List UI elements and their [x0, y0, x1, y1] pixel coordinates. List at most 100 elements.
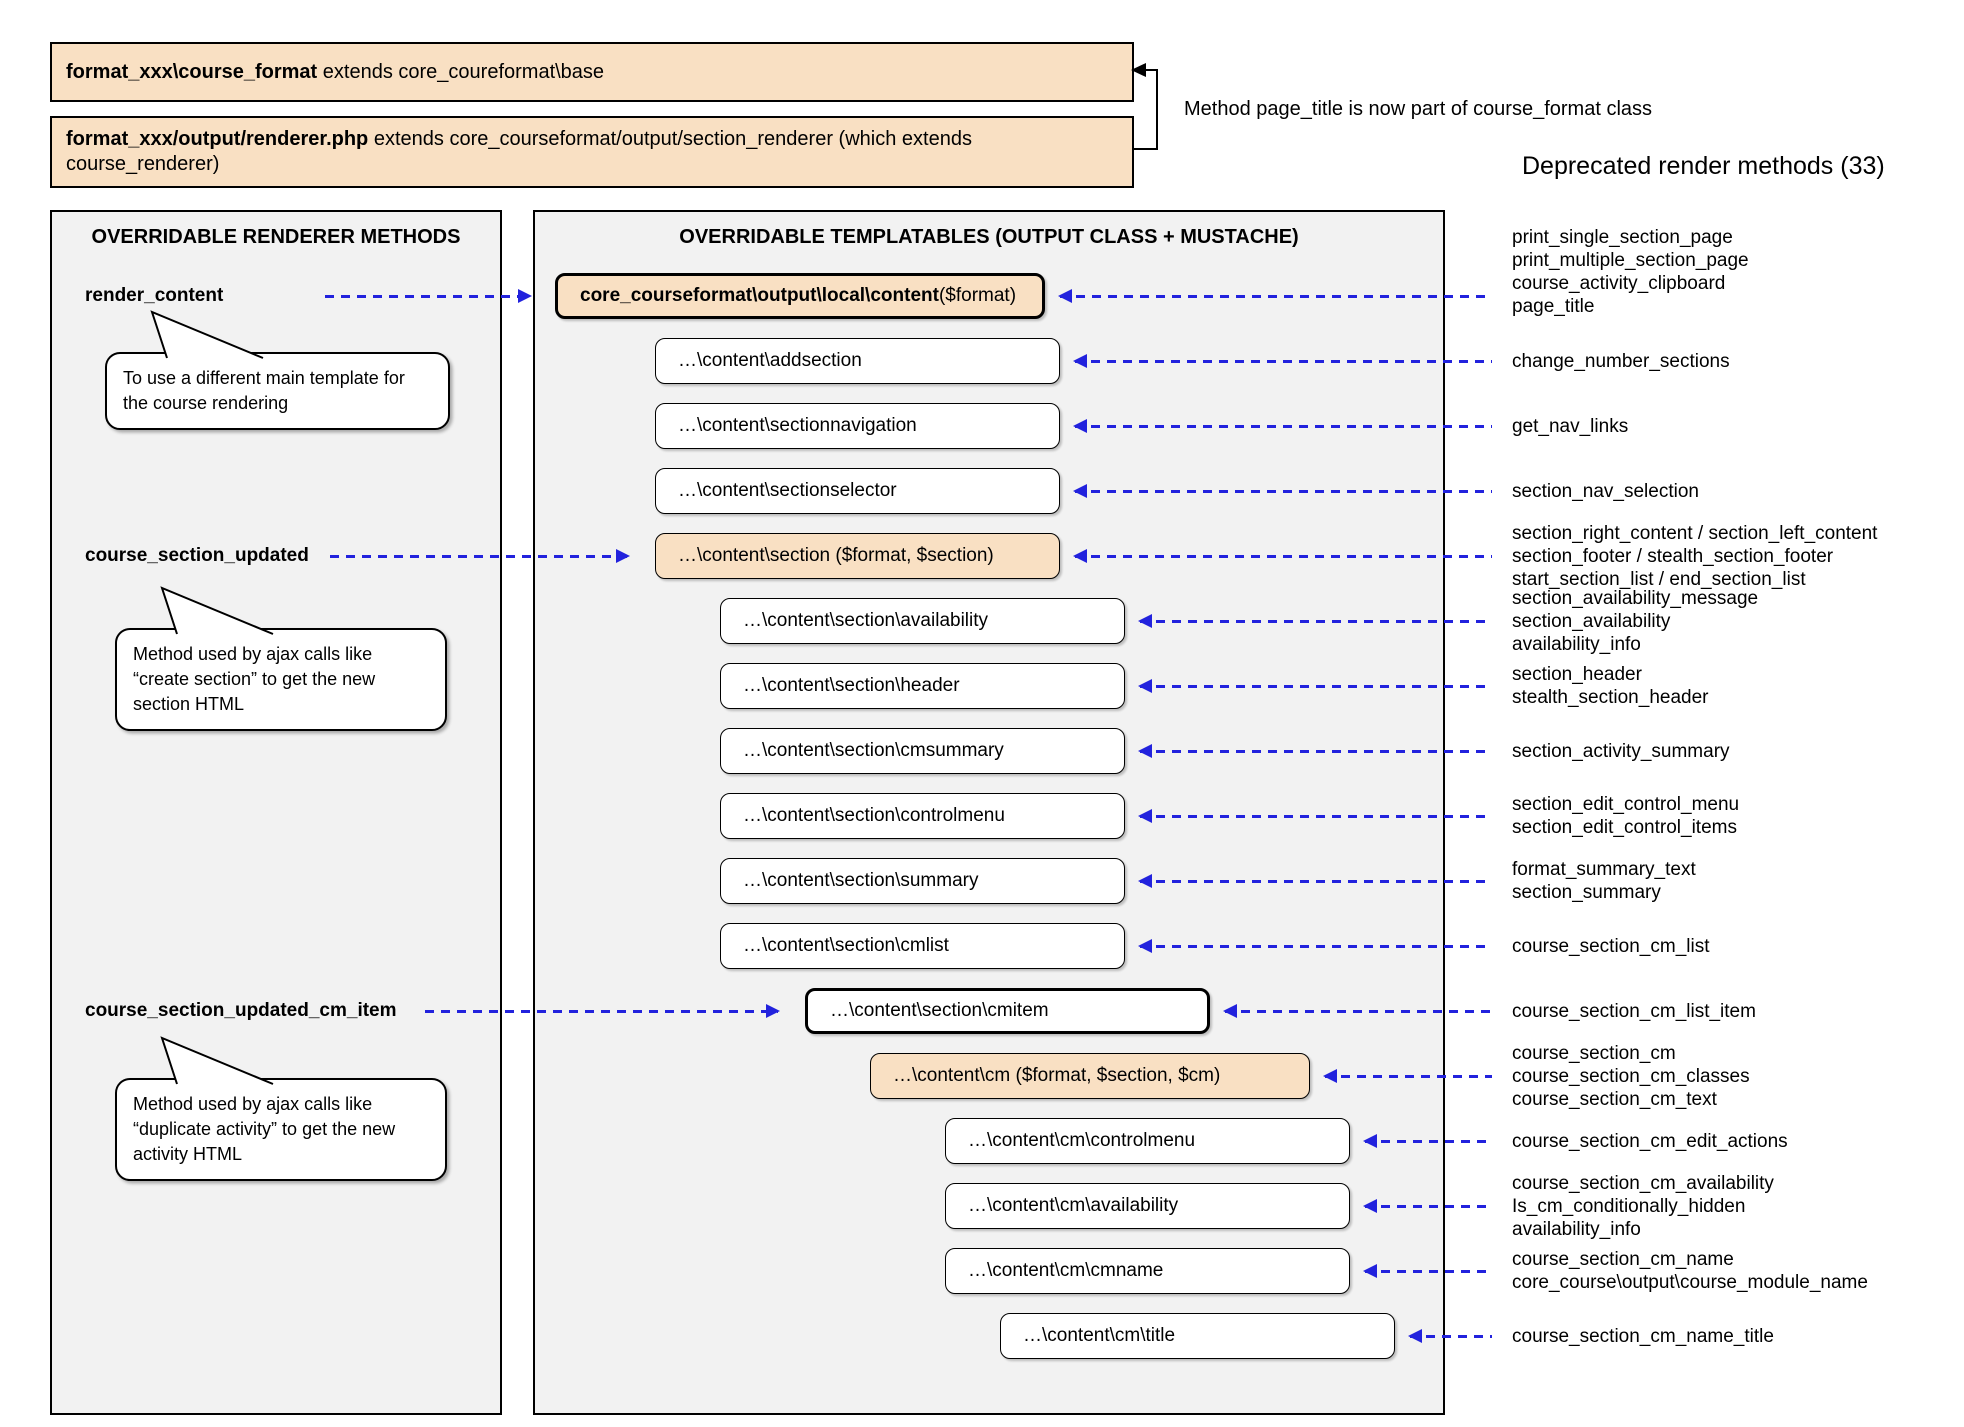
deprecated-method-label: section_edit_control_items — [1512, 817, 1737, 838]
renderer-file-name: format_xxx/output/renderer.php — [66, 128, 369, 150]
template-box-label: …\content\sectionnavigation — [678, 415, 917, 436]
deprecated-group-section-cmlist: course_section_cm_list — [1512, 935, 1709, 958]
deprecated-arrow-section-cmsummary — [1138, 743, 1492, 758]
arrowhead-right-icon — [518, 288, 532, 303]
arrowhead-right-icon — [766, 1003, 780, 1018]
class-name: format_xxx\course_format — [66, 60, 318, 83]
deprecated-arrow-section-summary — [1138, 873, 1492, 888]
deprecated-arrow-cm-title — [1408, 1328, 1492, 1343]
template-box-section-cmitem: …\content\section\cmitem — [805, 988, 1210, 1034]
template-box-label: ($format) — [938, 285, 1017, 306]
deprecated-methods-title: Deprecated render methods (33) — [1522, 152, 1885, 180]
arrowhead-left-icon — [1363, 1263, 1377, 1278]
deprecated-arrow-section-cmitem — [1223, 1003, 1492, 1018]
deprecated-method-label: availability_info — [1512, 633, 1641, 655]
template-box-label: …\content\cm ($format, $section, $cm) — [893, 1065, 1221, 1086]
deprecated-method-label: print_single_section_page — [1512, 227, 1733, 248]
deprecated-method-label: section_availability — [1512, 610, 1671, 632]
deprecated-arrow-sectionselector — [1073, 483, 1492, 498]
deprecated-arrow-cm-cmname — [1363, 1263, 1492, 1278]
deprecated-method-label: course_section_cm_name_title — [1512, 1325, 1774, 1347]
method-arrow-0 — [325, 288, 532, 303]
deprecated-arrow-cm — [1323, 1068, 1492, 1083]
template-box-addsection: …\content\addsection — [655, 338, 1060, 384]
deprecated-method-label: core_course\output\course_module_name — [1512, 1272, 1868, 1293]
deprecated-method-label: section_right_content / section_left_con… — [1512, 522, 1878, 544]
arrowhead-left-icon — [1138, 873, 1152, 888]
template-box-label: …\content\cm\availability — [968, 1195, 1179, 1216]
arrowhead-left-icon — [1073, 353, 1087, 368]
deprecated-arrow-sectionnavigation — [1073, 418, 1492, 433]
arrowhead-left-icon — [1073, 483, 1087, 498]
deprecated-method-label: course_section_cm_availability — [1512, 1172, 1774, 1194]
deprecated-method-label: section_summary — [1512, 882, 1661, 903]
deprecated-group-cm-title: course_section_cm_name_title — [1512, 1325, 1774, 1348]
arrowhead-left-icon — [1138, 808, 1152, 823]
template-box-cm: …\content\cm ($format, $section, $cm) — [870, 1053, 1310, 1099]
deprecated-method-label: section_edit_control_menu — [1512, 794, 1740, 815]
deprecated-group-section: section_right_content / section_left_con… — [1512, 522, 1877, 591]
course-format-class-box: format_xxx\course_format extends core_co… — [50, 42, 1134, 102]
bracket-connector — [1132, 69, 1158, 150]
deprecated-group-addsection: change_number_sections — [1512, 350, 1730, 373]
template-box-label: …\content\section\controlmenu — [743, 805, 1005, 826]
deprecated-arrow-section — [1073, 548, 1492, 563]
deprecated-method-label: course_section_cm_edit_actions — [1512, 1130, 1788, 1152]
template-box-cm-availability: …\content\cm\availability — [945, 1183, 1350, 1229]
template-box-label: …\content\sectionselector — [678, 480, 897, 501]
template-box-section-controlmenu: …\content\section\controlmenu — [720, 793, 1125, 839]
deprecated-method-label: course_activity_clipboard — [1512, 273, 1726, 294]
deprecated-arrow-content — [1058, 288, 1492, 303]
deprecated-arrow-addsection — [1073, 353, 1492, 368]
renderer-methods-panel-title: OVERRIDABLE RENDERER METHODS — [91, 226, 461, 248]
deprecated-method-label: Is_cm_conditionally_hidden — [1512, 1195, 1746, 1217]
template-box-label: …\content\section\cmitem — [830, 1000, 1049, 1021]
template-box-label: …\content\section ($format, $section) — [678, 545, 994, 566]
method-arrow-2 — [425, 1003, 780, 1018]
deprecated-method-label: print_multiple_section_page — [1512, 250, 1749, 271]
template-box-label: …\content\cm\title — [1023, 1325, 1176, 1346]
arrowhead-right-icon — [616, 548, 630, 563]
deprecated-arrow-section-cmlist — [1138, 938, 1492, 953]
speech-bubble-0: To use a different main template for the… — [105, 352, 450, 430]
arrowhead-left-icon — [1138, 678, 1152, 693]
template-box-cm-controlmenu: …\content\cm\controlmenu — [945, 1118, 1350, 1164]
arrowhead-left-icon — [1138, 613, 1152, 628]
template-box-section-availability: …\content\section\availability — [720, 598, 1125, 644]
template-box-label: …\content\section\cmsummary — [743, 740, 1004, 761]
arrowhead-left-icon — [1363, 1198, 1377, 1213]
deprecated-group-sectionselector: section_nav_selection — [1512, 480, 1699, 503]
arrowhead-left-icon — [1138, 743, 1152, 758]
deprecated-arrow-cm-controlmenu — [1363, 1133, 1492, 1148]
template-box-cm-cmname: …\content\cm\cmname — [945, 1248, 1350, 1294]
arrowhead-left-icon — [1073, 548, 1087, 563]
deprecated-method-label: page_title — [1512, 296, 1595, 317]
template-box-label: …\content\section\cmlist — [743, 935, 949, 956]
arrowhead-left-icon — [1363, 1133, 1377, 1148]
deprecated-arrow-section-header — [1138, 678, 1492, 693]
template-box-sectionnavigation: …\content\sectionnavigation — [655, 403, 1060, 449]
template-box-label: …\content\section\summary — [743, 870, 979, 891]
template-box-label: …\content\cm\controlmenu — [968, 1130, 1196, 1151]
template-box-label: …\content\section\header — [743, 675, 960, 696]
renderer-extends-text: extends core_courseformat/output/section… — [66, 128, 972, 175]
method-arrow-1 — [330, 548, 630, 563]
deprecated-method-label: section_availability_message — [1512, 587, 1759, 609]
class-extends-text: extends core_coureformat\base — [317, 60, 605, 83]
deprecated-method-label: course_section_cm_text — [1512, 1088, 1717, 1110]
deprecated-method-label: course_section_cm_list_item — [1512, 1000, 1756, 1022]
templatables-panel-title: OVERRIDABLE TEMPLATABLES (OUTPUT CLASS +… — [679, 226, 1299, 248]
deprecated-method-label: course_section_cm_classes — [1512, 1065, 1750, 1087]
arrowhead-left-icon — [1138, 938, 1152, 953]
template-box-section-cmlist: …\content\section\cmlist — [720, 923, 1125, 969]
template-box-bold-label: core_courseformat\output\local\content — [580, 285, 939, 306]
speech-bubble-2: Method used by ajax calls like “duplicat… — [115, 1078, 447, 1181]
deprecated-method-label: change_number_sections — [1512, 350, 1730, 372]
